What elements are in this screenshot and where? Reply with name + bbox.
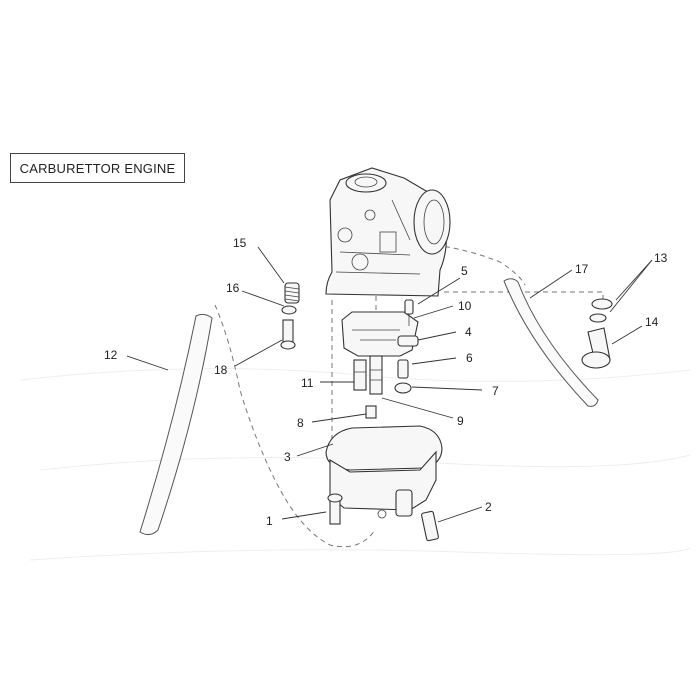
jet-8 [365, 405, 377, 419]
screw-7 [394, 382, 412, 394]
pin-4 [397, 335, 419, 347]
fitting-14 [581, 327, 611, 369]
hose-12 [139, 313, 213, 536]
callout-9: 9 [457, 414, 464, 428]
callout-12: 12 [104, 348, 118, 362]
callout-4: 4 [465, 325, 472, 339]
screw-6 [397, 359, 409, 379]
callout-5: 5 [461, 264, 468, 278]
callout-numbers: 1 2 3 4 5 6 7 8 9 10 11 12 13 14 15 16 1… [104, 236, 668, 528]
callout-13: 13 [654, 251, 668, 265]
callout-16: 16 [226, 281, 240, 295]
leader-lines [126, 246, 653, 523]
rings-13 [589, 298, 613, 323]
callout-6: 6 [466, 351, 473, 365]
screw-2 [421, 510, 439, 542]
screw-18 [280, 319, 296, 350]
float-bowl [329, 450, 437, 519]
callout-15: 15 [233, 236, 247, 250]
gasket-3 [325, 425, 443, 471]
callout-10: 10 [458, 299, 472, 313]
callout-3: 3 [284, 450, 291, 464]
diagram-title: CARBURETTOR ENGINE [10, 153, 185, 183]
carburettor-body [325, 167, 451, 297]
hose-17 [503, 278, 599, 407]
o-ring-16 [281, 305, 297, 315]
spring-15 [284, 282, 300, 304]
callout-1: 1 [266, 514, 273, 528]
callout-11: 11 [301, 376, 314, 390]
callout-8: 8 [297, 416, 304, 430]
callout-2: 2 [485, 500, 492, 514]
callout-14: 14 [645, 315, 659, 329]
jet-11 [353, 355, 383, 395]
callout-17: 17 [575, 262, 589, 276]
callout-7: 7 [492, 384, 499, 398]
float [341, 311, 419, 357]
screw-1 [327, 493, 343, 525]
needle-valve-5 [404, 299, 414, 326]
callout-18: 18 [214, 363, 228, 377]
